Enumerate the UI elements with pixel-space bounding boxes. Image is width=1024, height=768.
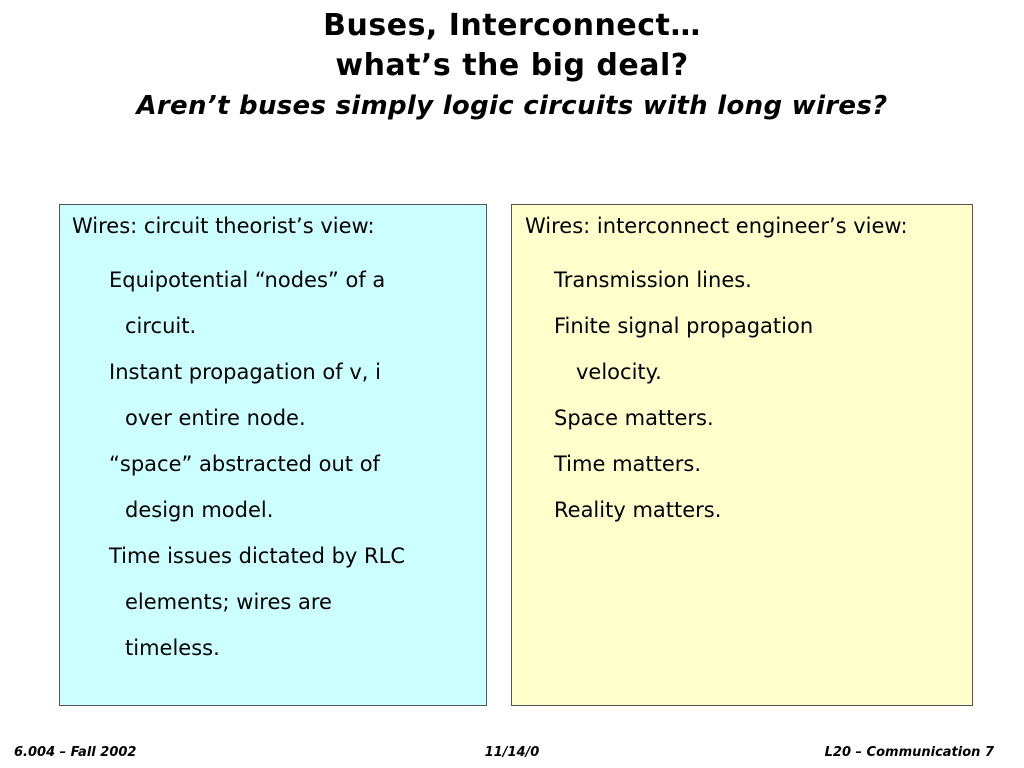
left-bullet-1-line-1: Equipotential “nodes” of a (109, 268, 386, 292)
left-bullet-instant-propagation: Instant propagation of v, i over entire … (72, 349, 486, 441)
right-bullet-2-line-1: Finite signal propagation (554, 314, 814, 338)
circuit-theorist-panel: Wires: circuit theorist’s view: Equipote… (59, 204, 487, 706)
right-bullet-5-line-1: Reality matters. (554, 498, 722, 522)
left-bullet-space-abstracted: “space” abstracted out of design model. (72, 441, 486, 533)
right-bullet-finite-propagation: Finite signal propagation velocity. (525, 303, 972, 395)
right-bullet-1-line-1: Transmission lines. (554, 268, 752, 292)
right-bullet-space-matters: Space matters. (525, 395, 972, 441)
right-bullet-transmission-lines: Transmission lines. (525, 257, 972, 303)
interconnect-engineer-heading: Wires: interconnect engineer’s view: (525, 214, 908, 238)
left-bullet-time-issues: Time issues dictated by RLC elements; wi… (72, 533, 486, 671)
left-bullet-4-line-3: timeless. (125, 636, 220, 660)
left-bullet-4-line-2: elements; wires are (125, 590, 332, 614)
footer-date: 11/14/0 (484, 745, 540, 760)
left-bullet-3-line-2: design model. (125, 498, 274, 522)
slide-title-line-2: what’s the big deal? (335, 48, 689, 83)
right-bullet-3-line-1: Space matters. (554, 406, 714, 430)
slide-title-block: Buses, Interconnect… what’s the big deal… (0, 6, 1024, 126)
left-bullet-3-line-1: “space” abstracted out of (109, 452, 380, 476)
slide-subtitle: Aren’t buses simply logic circuits with … (136, 91, 888, 121)
right-bullet-time-matters: Time matters. (525, 441, 972, 487)
left-bullet-2-line-1: Instant propagation of v, i (109, 360, 381, 384)
circuit-theorist-heading: Wires: circuit theorist’s view: (72, 214, 375, 238)
footer-course: 6.004 – Fall 2002 (14, 745, 137, 760)
left-bullet-4-line-1: Time issues dictated by RLC (109, 544, 405, 568)
footer-lecture: L20 – Communication 7 (824, 745, 994, 760)
interconnect-engineer-panel: Wires: interconnect engineer’s view: Tra… (511, 204, 973, 706)
left-bullet-1-line-2: circuit. (125, 314, 197, 338)
right-bullet-reality-matters: Reality matters. (525, 487, 972, 533)
left-bullet-equipotential: Equipotential “nodes” of a circuit. (72, 257, 486, 349)
slide-title-line-1: Buses, Interconnect… (323, 8, 701, 43)
right-bullet-2-line-2: velocity. (576, 360, 662, 384)
left-bullet-2-line-2: over entire node. (125, 406, 306, 430)
right-bullet-4-line-1: Time matters. (554, 452, 702, 476)
